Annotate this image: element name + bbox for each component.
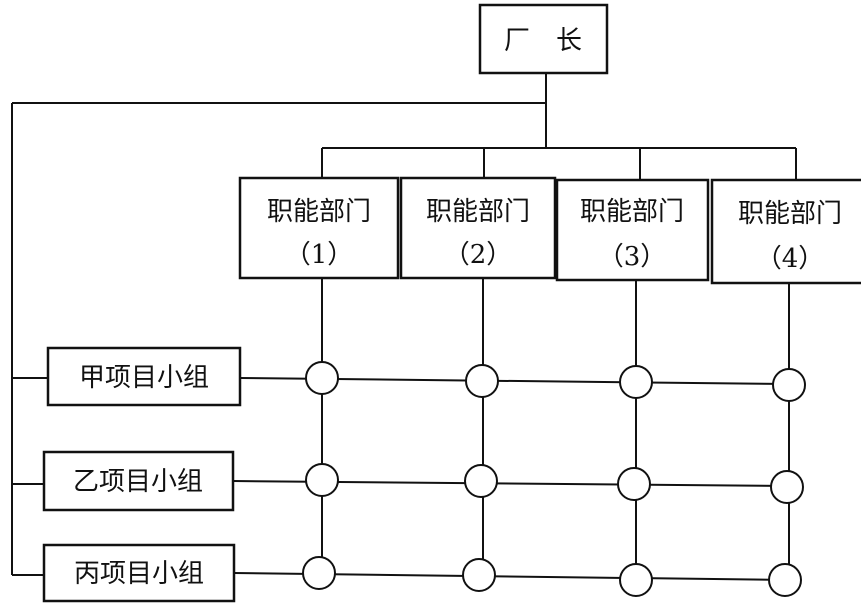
factory-director-label: 厂 长	[504, 26, 582, 56]
department-name: 职能部门	[580, 197, 684, 227]
department-number: （1）	[285, 240, 354, 270]
project-box-c: 丙项目小组	[42, 543, 236, 603]
department-name: 职能部门	[426, 197, 530, 227]
department-name: 职能部门	[738, 199, 842, 229]
node	[768, 563, 802, 597]
intersection-nodes	[302, 361, 806, 597]
node	[770, 470, 804, 504]
department-box-2: 职能部门 （2）	[399, 176, 557, 280]
department-number: （3）	[598, 242, 667, 272]
node	[305, 463, 339, 497]
node	[772, 368, 806, 402]
node	[302, 556, 336, 590]
department-box-1: 职能部门 （1）	[238, 176, 400, 280]
department-number: （4）	[756, 244, 825, 274]
node	[619, 365, 653, 399]
department-number: （2）	[444, 240, 513, 270]
department-name: 职能部门	[267, 197, 371, 227]
department-box-3: 职能部门 （3）	[555, 178, 710, 282]
project-label: 甲项目小组	[79, 363, 209, 393]
factory-director-box: 厂 长	[478, 3, 609, 75]
project-box-b: 乙项目小组	[42, 450, 235, 512]
node	[305, 361, 339, 395]
project-label: 乙项目小组	[73, 467, 203, 497]
project-box-a: 甲项目小组	[46, 346, 242, 407]
department-box-4: 职能部门 （4）	[710, 178, 861, 285]
node	[617, 467, 651, 501]
connector-lines	[11, 73, 797, 581]
node	[465, 364, 499, 398]
project-label: 丙项目小组	[74, 559, 204, 589]
node	[619, 563, 653, 597]
node	[462, 558, 496, 592]
node	[464, 464, 498, 498]
